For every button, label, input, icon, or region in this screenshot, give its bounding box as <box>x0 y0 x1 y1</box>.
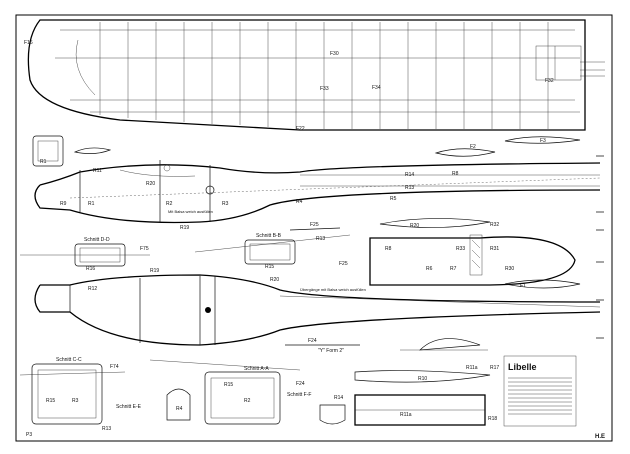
label-r31: R31 <box>490 246 499 252</box>
part-square-r1: R1 <box>32 135 64 167</box>
sheet-border <box>15 14 613 442</box>
label-r20-c: R20 <box>270 277 279 283</box>
fuselage-side-view: R11 R20 R2 R3 R9 R1 R19 R14 R8 R13 R4 R5… <box>34 160 601 231</box>
label-r32: R32 <box>490 222 499 228</box>
label-r4: R4 <box>296 199 303 205</box>
label-f25-b: F25 <box>339 261 348 267</box>
label-f25-a: F25 <box>310 222 319 228</box>
label-y-form: "Y" Form 2" <box>318 348 344 354</box>
label-r18: R18 <box>488 416 497 422</box>
label-r8: R8 <box>452 171 459 177</box>
label-r20: R20 <box>146 181 155 187</box>
label-r1-top: R1 <box>40 159 47 165</box>
label-r19-b: R19 <box>150 268 159 274</box>
label-schnitt-dd: Schnitt D-D <box>84 237 110 243</box>
label-f74: F74 <box>110 364 119 370</box>
label-r11: R11 <box>93 168 102 174</box>
canopy-part <box>400 338 488 351</box>
label-r12: R12 <box>88 286 97 292</box>
label-schnitt-cc: Schnitt C-C <box>56 357 82 363</box>
label-r13: R13 <box>405 185 414 191</box>
section-dd: Schnitt D-D F75 R16 <box>20 237 150 272</box>
label-f24-a: F24 <box>308 338 317 344</box>
label-f75: F75 <box>140 246 149 252</box>
label-r14-f: R14 <box>334 395 343 401</box>
label-f1: F1 <box>520 283 526 289</box>
label-schnitt-bb: Schnitt B-B <box>256 233 282 239</box>
part-y-form: F24 "Y" Form 2" <box>285 338 360 354</box>
label-r4-e: R4 <box>176 406 183 412</box>
label-schnitt-aa: Schnitt A-A <box>244 366 269 372</box>
label-r2: R2 <box>166 201 173 207</box>
label-r20-b: R20 <box>410 223 419 229</box>
section-bb: Schnitt B-B R15 R13 F25 <box>194 233 351 270</box>
corner-right-mark: H.E <box>595 434 605 440</box>
label-f32: F32 <box>545 78 554 84</box>
label-r19: R19 <box>180 225 189 231</box>
label-f2: F2 <box>470 144 476 150</box>
label-r16: R16 <box>86 266 95 272</box>
margin-markers <box>596 155 604 339</box>
label-r6: R6 <box>426 266 433 272</box>
rib-profiles-top: F2 F3 <box>73 136 581 157</box>
section-aa: Schnitt A-A R15 R2 F24 <box>149 359 305 425</box>
section-ee: Schnitt E-E R4 <box>116 388 191 421</box>
label-f24-b: F24 <box>296 381 305 387</box>
label-r11a: R11a <box>466 365 478 371</box>
label-schnitt-ff: Schnitt F-F <box>287 392 311 398</box>
note-balsa-1: Mit Balsa weich ausfüllen <box>168 209 213 214</box>
label-r11a-b: R11a <box>400 412 412 418</box>
label-r3: R3 <box>222 201 229 207</box>
fuselage-top-view: R12 R19 R20 Übergänge mit Balsa weich au… <box>34 268 601 346</box>
label-r8-b: R8 <box>385 246 392 252</box>
label-r7: R7 <box>450 266 457 272</box>
corner-left-mark: P3 <box>26 432 32 438</box>
label-r2-a: R2 <box>244 398 251 404</box>
section-ff: Schnitt F-F R14 <box>287 392 346 425</box>
label-r10: R10 <box>418 376 427 382</box>
label-f3: F3 <box>540 138 546 144</box>
title-block: Libelle <box>503 355 577 427</box>
label-r15-c: R15 <box>46 398 55 404</box>
label-r13-c: R13 <box>102 426 111 432</box>
label-r15-a: R15 <box>224 382 233 388</box>
tailplane-parts: R20 R32 R8 R33 R31 R6 R7 R30 F1 <box>369 218 581 289</box>
label-r9: R9 <box>60 201 67 207</box>
section-cc: Schnitt C-C F74 R15 R3 R13 <box>19 357 126 432</box>
label-r17: R17 <box>490 365 499 371</box>
label-f30: F30 <box>330 51 339 57</box>
label-f34: F34 <box>372 85 381 91</box>
wing-plan: F16 F30 F32 F33 F34 F22 <box>24 19 605 132</box>
label-r33: R33 <box>456 246 465 252</box>
label-r15-b: R15 <box>265 264 274 270</box>
label-schnitt-ee: Schnitt E-E <box>116 404 142 410</box>
label-r5: R5 <box>390 196 397 202</box>
fin-parts: R10 R11a R17 R11a R18 <box>354 365 499 426</box>
label-r3-c: R3 <box>72 398 79 404</box>
label-r13-b: R13 <box>316 236 325 242</box>
part-f25-strip: F25 <box>289 222 341 231</box>
label-f33: F33 <box>320 86 329 92</box>
label-r30: R30 <box>505 266 514 272</box>
label-r14: R14 <box>405 172 414 178</box>
sheet-title: Libelle <box>508 362 537 372</box>
label-r1: R1 <box>88 201 95 207</box>
label-f22: F22 <box>296 126 305 132</box>
note-balsa-2: Übergänge mit Balsa weich ausfüllen <box>300 287 366 292</box>
label-f16: F16 <box>24 40 33 46</box>
